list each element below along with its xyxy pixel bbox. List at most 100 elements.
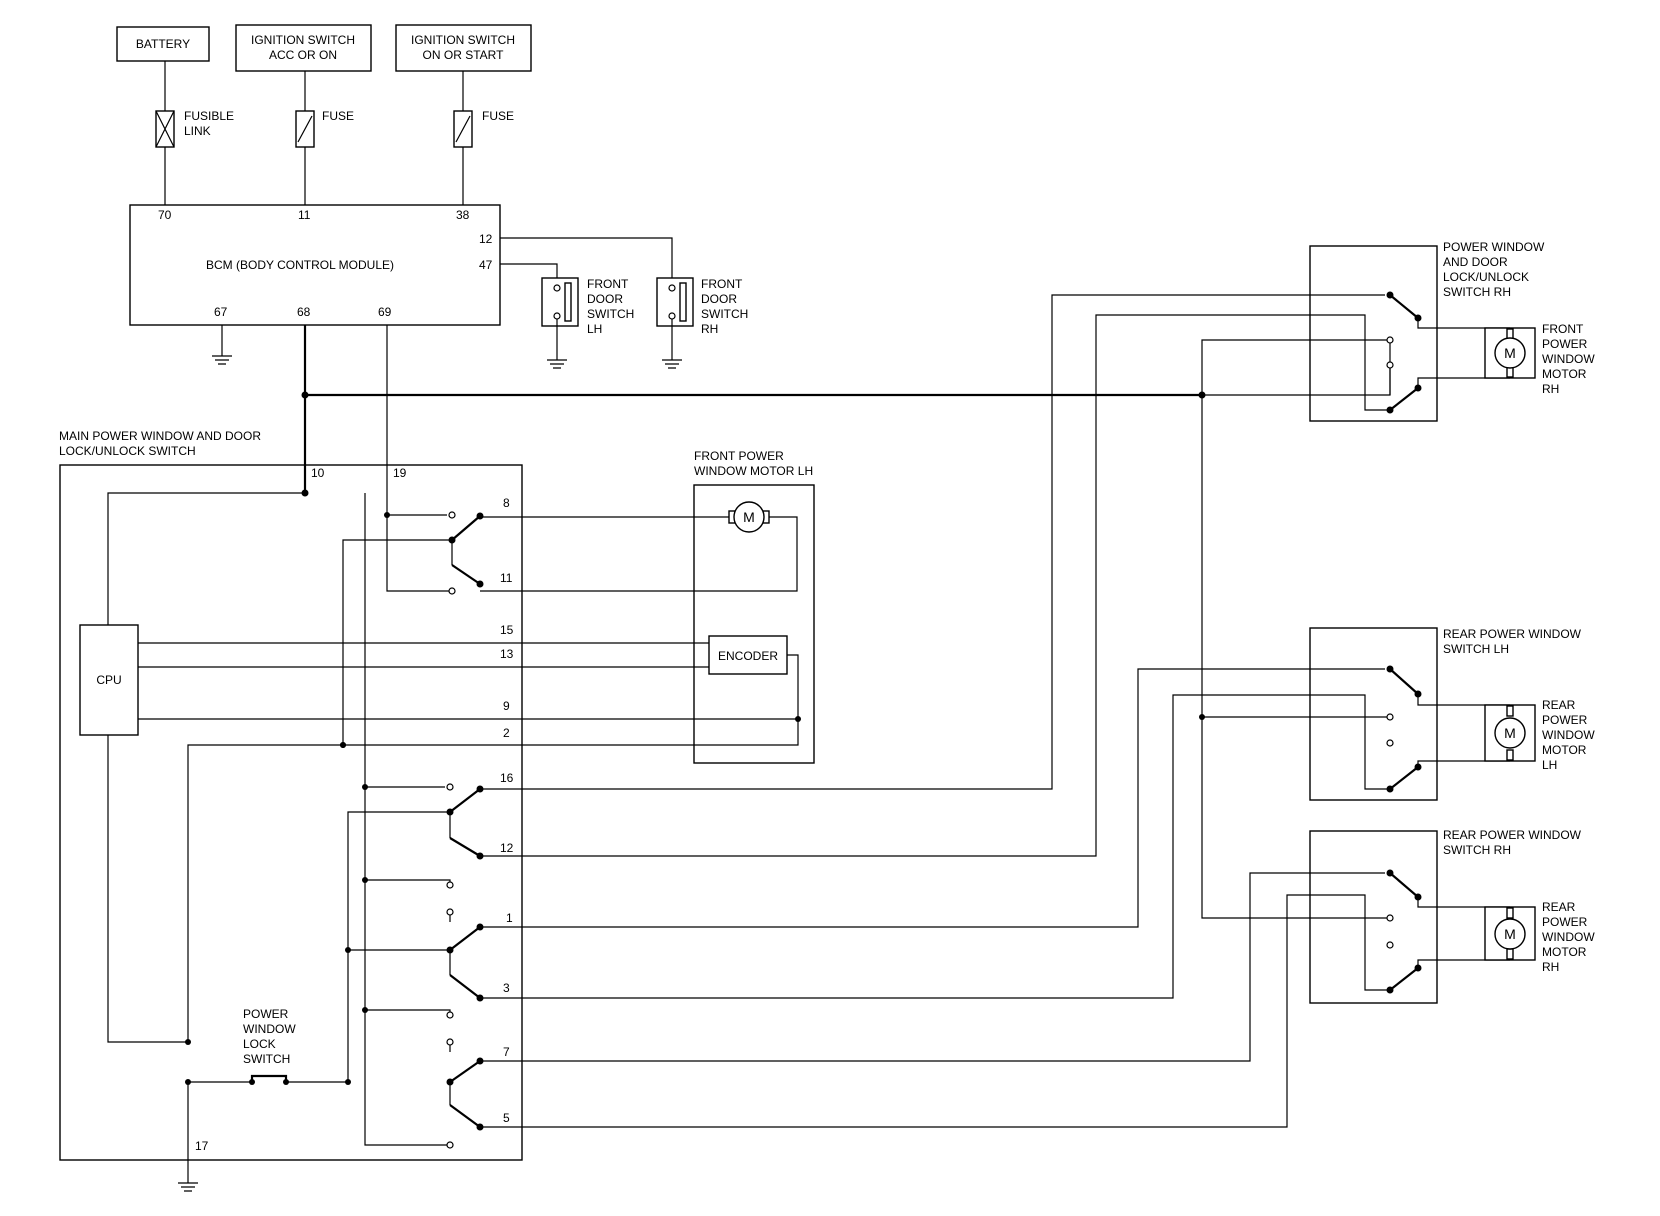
rh-front-title-line3: LOCK/UNLOCK — [1443, 270, 1529, 284]
cpu-label: CPU — [96, 673, 121, 687]
fuse-start-symbol: FUSE — [453, 109, 514, 148]
rear-rh-motor-line5: RH — [1542, 960, 1559, 974]
switch-lever-2a — [449, 788, 481, 813]
rear-lh-motor-m: M — [1504, 725, 1516, 741]
rear-rh-title-line1: REAR POWER WINDOW — [1443, 828, 1582, 842]
door-lh-line4: LH — [587, 322, 602, 336]
switch-lever-4a — [449, 1060, 481, 1083]
rear-lh-motor-line4: MOTOR — [1542, 743, 1587, 757]
fusible-link-line1: FUSIBLE — [184, 109, 234, 123]
door-rh-line2: DOOR — [701, 292, 737, 306]
wire-pin17-ground — [178, 1082, 198, 1192]
lock-switch-line3: LOCK — [243, 1037, 276, 1051]
rear-rh-motor-line4: MOTOR — [1542, 945, 1587, 959]
main-switch-title-line1: MAIN POWER WINDOW AND DOOR — [59, 429, 261, 443]
bcm-pin-12: 12 — [479, 232, 493, 246]
front-door-switch-rh: FRONT DOOR SWITCH RH — [656, 277, 748, 369]
ignition-acc-line2: ACC OR ON — [269, 48, 337, 62]
bcm-pin-47: 47 — [479, 258, 493, 272]
front-motor-lh-frame — [693, 484, 815, 764]
switch-lever-1a — [451, 515, 481, 541]
lock-switch-line4: SWITCH — [243, 1052, 290, 1066]
rear-lh-title-line2: SWITCH LH — [1443, 642, 1509, 656]
switch-lever-rh-b — [1389, 387, 1419, 411]
door-lh-line3: SWITCH — [587, 307, 634, 321]
door-lh-line2: DOOR — [587, 292, 623, 306]
wire-rh-rail — [1201, 339, 1391, 396]
motor-icon: M — [1484, 906, 1536, 961]
main-switch-title-line2: LOCK/UNLOCK SWITCH — [59, 444, 196, 458]
bcm-pin-70: 70 — [158, 208, 172, 222]
pin-9-label: 9 — [503, 699, 510, 713]
main-switch-frame — [59, 464, 523, 1161]
switch-lever-rrh-b — [1389, 967, 1419, 991]
bcm-pin-11: 11 — [298, 208, 311, 222]
pin-5-label: 5 — [503, 1111, 510, 1125]
door-lh-line1: FRONT — [587, 277, 629, 291]
rh-front-motor-line5: RH — [1542, 382, 1559, 396]
rail-b — [347, 811, 450, 1082]
rear-rh-frame — [1309, 830, 1438, 1004]
pin-1-label: 1 — [506, 911, 513, 925]
pin-12-label: 12 — [500, 841, 514, 855]
rh-front-motor-line3: WINDOW — [1542, 352, 1595, 366]
door-rh-line3: SWITCH — [701, 307, 748, 321]
battery-block: BATTERY — [116, 26, 210, 62]
encoder-label: ENCODER — [718, 649, 778, 663]
rh-front-title-line4: SWITCH RH — [1443, 285, 1511, 299]
lock-switch-line2: WINDOW — [243, 1022, 296, 1036]
bcm-label: BCM (BODY CONTROL MODULE) — [206, 258, 394, 272]
wire-pin3-rear-lh — [480, 694, 1366, 999]
wire-switch1-common — [342, 539, 453, 745]
wire-pin12-rh — [480, 314, 1366, 857]
switch-lever-4b — [449, 1104, 481, 1128]
motor-icon: M — [1484, 704, 1536, 762]
wire-pin1-rear-lh — [480, 668, 1385, 928]
ignition-acc-line1: IGNITION SWITCH — [251, 33, 355, 47]
pin-16-label: 16 — [500, 771, 514, 785]
ignition-start-line2: ON OR START — [423, 48, 505, 62]
switch-lever-3b — [449, 974, 481, 999]
switch-lever-rrh-a — [1389, 872, 1419, 898]
wire-encoder-return — [138, 654, 799, 743]
rear-rh-motor-line2: POWER — [1542, 915, 1588, 929]
bcm-pin-67: 67 — [214, 305, 228, 319]
motor-icon: M — [1484, 327, 1536, 379]
wire-pin16-rh — [480, 294, 1385, 790]
rh-front-motor-line1: FRONT — [1542, 322, 1584, 336]
door-rh-line4: RH — [701, 322, 718, 336]
fuse-acc-symbol: FUSE — [295, 109, 354, 148]
rear-rh-title-line2: SWITCH RH — [1443, 843, 1511, 857]
switch-lever-rlh-b — [1389, 766, 1419, 790]
lock-switch-line1: POWER — [243, 1007, 289, 1021]
wire-rear-rh-rail — [1201, 717, 1390, 919]
rail-a — [364, 493, 447, 1146]
front-door-switch-lh: FRONT DOOR SWITCH LH — [541, 277, 634, 369]
rh-front-title-line2: AND DOOR — [1443, 255, 1508, 269]
rear-lh-title-line1: REAR POWER WINDOW — [1443, 627, 1582, 641]
wire-cpu-ground-link — [107, 735, 188, 1043]
rh-front-motor-line2: POWER — [1542, 337, 1588, 351]
front-motor-lh-title-line1: FRONT POWER — [694, 449, 784, 463]
pin-19-label: 19 — [393, 466, 407, 480]
fuse-start-label: FUSE — [482, 109, 514, 123]
power-window-lock-switch: POWER WINDOW LOCK SWITCH — [188, 1007, 348, 1085]
pin-15-label: 15 — [500, 623, 514, 637]
pin-3-label: 3 — [503, 981, 510, 995]
wire-pin7-rear-rh — [480, 872, 1385, 1062]
pin-2-label: 2 — [503, 726, 510, 740]
ignition-start-block: IGNITION SWITCH ON OR START — [395, 24, 532, 72]
battery-label: BATTERY — [136, 37, 190, 51]
fusible-link-symbol: FUSIBLE LINK — [155, 109, 234, 148]
cpu-block: CPU — [79, 624, 139, 736]
ground-icon — [212, 325, 232, 365]
wire-bcm69-pin19 — [386, 325, 452, 592]
pin-10-label: 10 — [311, 466, 325, 480]
pin-13-label: 13 — [500, 647, 514, 661]
encoder-block: ENCODER — [708, 635, 788, 675]
motor-icon: M — [728, 501, 770, 533]
door-rh-line1: FRONT — [701, 277, 743, 291]
switch-lever-rh-a — [1389, 294, 1419, 319]
switch-lever-2b — [449, 837, 481, 857]
